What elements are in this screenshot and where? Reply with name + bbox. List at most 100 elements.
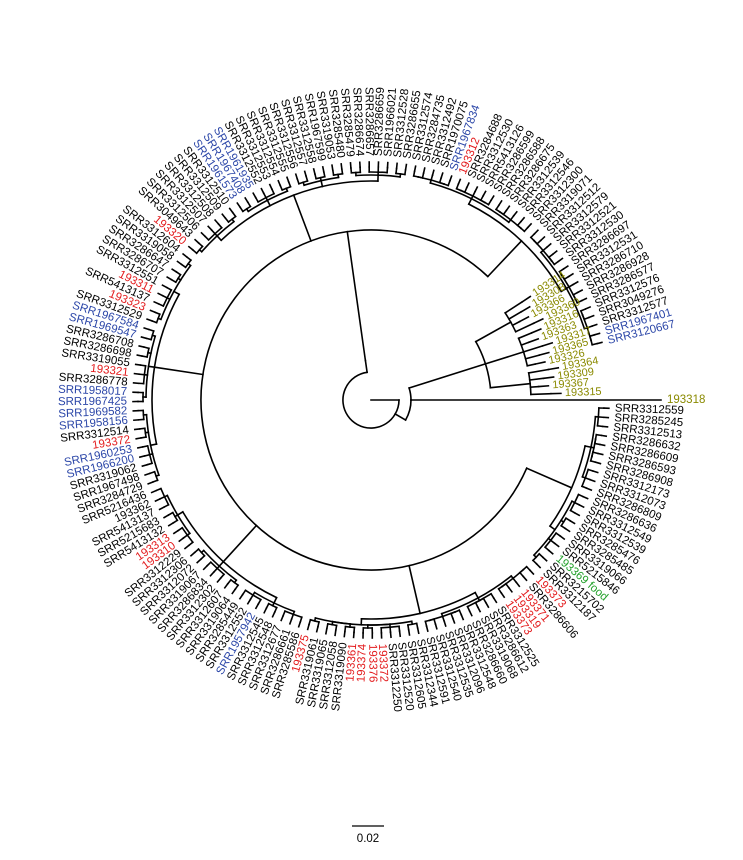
branch [502, 209, 508, 216]
branch [331, 169, 335, 177]
branch [466, 605, 471, 613]
branch [234, 584, 240, 591]
branch [412, 170, 416, 177]
branch [567, 283, 575, 288]
branch [151, 479, 159, 484]
tip-branch [534, 361, 546, 366]
tip-branch [564, 527, 571, 533]
tip-branch [340, 163, 343, 170]
branch [246, 201, 252, 208]
branch [489, 592, 495, 600]
branch [139, 364, 147, 367]
tip-branch [460, 613, 465, 621]
branch [474, 591, 480, 599]
branch [138, 427, 146, 430]
branch [529, 385, 540, 389]
tip-branch [389, 631, 392, 639]
tip-label: 193376 [366, 644, 378, 682]
branch [167, 511, 174, 517]
long-branch [346, 230, 367, 362]
branch [509, 214, 515, 221]
tip-branch [171, 268, 178, 274]
branch [296, 177, 300, 185]
branch [433, 618, 437, 625]
branch [467, 197, 473, 206]
tip-branch [474, 186, 479, 193]
tip-branch [578, 503, 585, 509]
tip-branch [231, 588, 237, 595]
tip-branch [596, 452, 604, 456]
tip-branch [553, 542, 560, 548]
tip-branch [324, 627, 328, 635]
branch [415, 622, 419, 630]
tip-branch [288, 618, 293, 625]
tip-branch [562, 264, 569, 271]
branch [547, 253, 554, 259]
tip-branch [146, 318, 153, 322]
tip-label: SRR3312559 [615, 403, 684, 417]
branch [158, 495, 166, 500]
tip-branch [541, 341, 554, 347]
branch [350, 167, 353, 174]
tip-label: SRR3286659 [373, 87, 387, 156]
branch [187, 541, 194, 547]
branch [364, 359, 369, 374]
branch [316, 621, 320, 628]
branch [394, 412, 407, 422]
branch [584, 476, 592, 481]
branch [530, 392, 552, 396]
tip-branch [572, 280, 579, 286]
branch [586, 325, 594, 329]
branch [299, 616, 303, 624]
branch [191, 248, 198, 255]
tip-branch [158, 506, 166, 511]
tip-label: SRR3312250 [385, 643, 403, 713]
branch [421, 172, 425, 179]
tip-branch [138, 345, 146, 349]
tip-branch [277, 179, 282, 187]
branch [141, 355, 149, 358]
tip-branch [196, 558, 203, 564]
tip-branch [140, 336, 148, 340]
tip-branch [576, 289, 584, 294]
branch-arc [394, 399, 400, 416]
tip-branch [157, 292, 164, 297]
branch [266, 199, 272, 207]
branch [507, 310, 523, 321]
branch [185, 255, 193, 262]
tip-branch [569, 519, 576, 525]
tip-branch [200, 231, 207, 238]
branch [270, 188, 276, 195]
tip-label: SRR1966021 [382, 87, 399, 157]
branch [447, 179, 451, 187]
branch [141, 444, 149, 448]
tip-branch [176, 260, 183, 266]
tip-branch [518, 315, 530, 323]
branch [596, 424, 604, 428]
branch [231, 211, 237, 218]
branch [408, 362, 487, 390]
tip-branch [207, 225, 213, 232]
tip-branch [580, 297, 588, 302]
tip-branch [398, 630, 402, 638]
tip-branch [422, 167, 426, 174]
tip-branch [161, 284, 168, 289]
tip-branch [600, 434, 608, 438]
tip-branch [425, 625, 429, 633]
branch [564, 517, 572, 522]
branch [320, 179, 324, 188]
branch-arc [200, 229, 528, 571]
branch [226, 578, 233, 585]
tip-branch [512, 210, 518, 217]
branch [441, 615, 446, 623]
branch [489, 382, 532, 389]
branch [254, 196, 260, 203]
branch [182, 533, 189, 540]
tip-branch [588, 478, 596, 483]
tip-branch [520, 295, 532, 304]
tip-branch [407, 628, 411, 636]
tip-branch [238, 593, 244, 600]
branch [143, 453, 151, 457]
clade-b-arc [408, 386, 412, 401]
tip-branch [294, 173, 299, 181]
